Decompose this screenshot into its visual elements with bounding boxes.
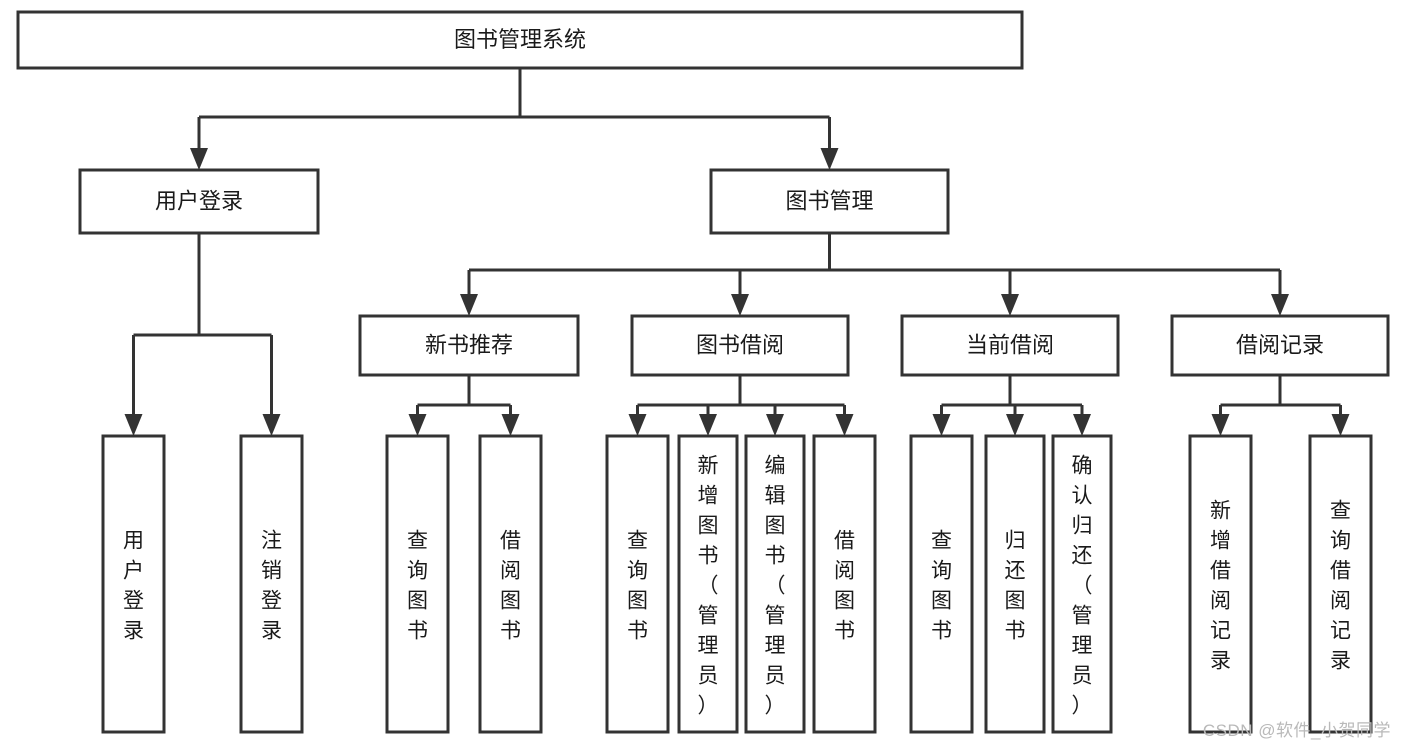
node-label-leaf-query-book-current: 查询图书 [931, 529, 952, 642]
node-leaf-query-book-current[interactable]: 查询图书 [909, 434, 974, 734]
node-box-book-management [709, 168, 950, 235]
arrow-icon-book-borrow-3 [835, 414, 854, 436]
arrow-icon-book-borrow-2 [766, 414, 784, 436]
arrow-icon-userlogin-0 [124, 414, 143, 436]
node-leaf-query-book[interactable]: 查询图书 [605, 434, 670, 734]
node-box-leaf-add-book-admin [677, 434, 739, 734]
node-label-leaf-borrow-book-recommend: 借阅图书 [500, 529, 521, 642]
node-label-leaf-query-book: 查询图书 [627, 529, 648, 642]
node-box-leaf-borrow-book [812, 434, 877, 734]
node-label-book-management: 图书管理 [785, 188, 873, 213]
arrow-icon-bookmgmt-3 [1271, 294, 1289, 316]
connectors-layer [124, 68, 1350, 436]
arrow-icon-root-1 [820, 148, 839, 170]
node-box-leaf-query-book-recommend [385, 434, 450, 734]
arrow-icon-current-borrow-1 [1006, 414, 1024, 436]
node-new-book-recommend[interactable]: 新书推荐 [358, 314, 580, 377]
node-label-leaf-add-book-admin: 新增图书（管理员） [698, 454, 719, 717]
node-box-new-book-recommend [358, 314, 580, 377]
node-box-leaf-query-book [605, 434, 670, 734]
node-box-leaf-query-borrow-record [1308, 434, 1373, 734]
node-box-leaf-user-login [101, 434, 166, 734]
node-leaf-borrow-book-recommend[interactable]: 借阅图书 [478, 434, 543, 734]
node-undefined[interactable]: 图书管理系统 [16, 10, 1024, 70]
arrow-icon-bookmgmt-2 [1001, 294, 1019, 316]
node-borrow-record[interactable]: 借阅记录 [1170, 314, 1390, 377]
node-leaf-edit-book-admin[interactable]: 编辑图书（管理员） [744, 434, 806, 734]
node-current-borrow[interactable]: 当前借阅 [900, 314, 1120, 377]
arrow-icon-bookmgmt-0 [460, 294, 478, 316]
node-label-leaf-confirm-return-admin: 确认归还（管理员） [1072, 454, 1093, 717]
arrow-icon-current-borrow-0 [932, 414, 951, 436]
node-label-leaf-add-borrow-record: 新增借阅记录 [1210, 499, 1231, 672]
arrow-icon-book-borrow-1 [699, 414, 717, 436]
arrow-icon-borrow-record-1 [1331, 414, 1350, 436]
arrow-icon-bookmgmt-1 [731, 294, 749, 316]
node-box-undefined [16, 10, 1024, 70]
node-leaf-query-book-recommend[interactable]: 查询图书 [385, 434, 450, 734]
node-box-leaf-query-book-current [909, 434, 974, 734]
node-box-borrow-record [1170, 314, 1390, 377]
node-user-login[interactable]: 用户登录 [78, 168, 320, 235]
arrow-icon-new-book-recommend-1 [501, 414, 520, 436]
nodes-layer: 图书管理系统用户登录图书管理新书推荐图书借阅当前借阅借阅记录用户登录注销登录查询… [16, 10, 1390, 734]
node-label-current-borrow: 当前借阅 [966, 332, 1054, 357]
node-label-leaf-borrow-book: 借阅图书 [834, 529, 855, 642]
node-book-borrow[interactable]: 图书借阅 [630, 314, 850, 377]
node-label-book-borrow: 图书借阅 [696, 332, 784, 357]
node-box-leaf-edit-book-admin [744, 434, 806, 734]
arrow-icon-book-borrow-0 [628, 414, 647, 436]
node-label-borrow-record: 借阅记录 [1236, 332, 1324, 357]
node-label-undefined: 图书管理系统 [454, 27, 586, 52]
node-book-management[interactable]: 图书管理 [709, 168, 950, 235]
arrow-icon-root-0 [190, 148, 208, 170]
node-label-user-login: 用户登录 [155, 188, 243, 213]
node-box-leaf-add-borrow-record [1188, 434, 1253, 734]
node-label-leaf-query-borrow-record: 查询借阅记录 [1330, 499, 1351, 672]
node-leaf-add-borrow-record[interactable]: 新增借阅记录 [1188, 434, 1253, 734]
node-box-leaf-confirm-return-admin [1051, 434, 1113, 734]
arrow-icon-borrow-record-0 [1211, 414, 1230, 436]
arrow-icon-current-borrow-2 [1073, 414, 1091, 436]
node-label-leaf-user-login: 用户登录 [123, 529, 144, 642]
node-leaf-add-book-admin[interactable]: 新增图书（管理员） [677, 434, 739, 734]
node-label-new-book-recommend: 新书推荐 [425, 332, 513, 357]
arrow-icon-userlogin-1 [262, 414, 281, 436]
node-leaf-borrow-book[interactable]: 借阅图书 [812, 434, 877, 734]
node-leaf-confirm-return-admin[interactable]: 确认归还（管理员） [1051, 434, 1113, 734]
node-leaf-query-borrow-record[interactable]: 查询借阅记录 [1308, 434, 1373, 734]
node-box-leaf-return-book [984, 434, 1046, 734]
arrow-icon-new-book-recommend-0 [408, 414, 427, 436]
node-box-current-borrow [900, 314, 1120, 377]
node-label-leaf-return-book: 归还图书 [1005, 529, 1026, 642]
node-box-leaf-user-logout [239, 434, 304, 734]
node-leaf-user-logout[interactable]: 注销登录 [239, 434, 304, 734]
node-leaf-user-login[interactable]: 用户登录 [101, 434, 166, 734]
node-box-book-borrow [630, 314, 850, 377]
node-box-user-login [78, 168, 320, 235]
node-label-leaf-user-logout: 注销登录 [261, 529, 282, 642]
node-box-leaf-borrow-book-recommend [478, 434, 543, 734]
node-label-leaf-edit-book-admin: 编辑图书（管理员） [765, 454, 786, 717]
node-leaf-return-book[interactable]: 归还图书 [984, 434, 1046, 734]
node-label-leaf-query-book-recommend: 查询图书 [407, 529, 428, 642]
